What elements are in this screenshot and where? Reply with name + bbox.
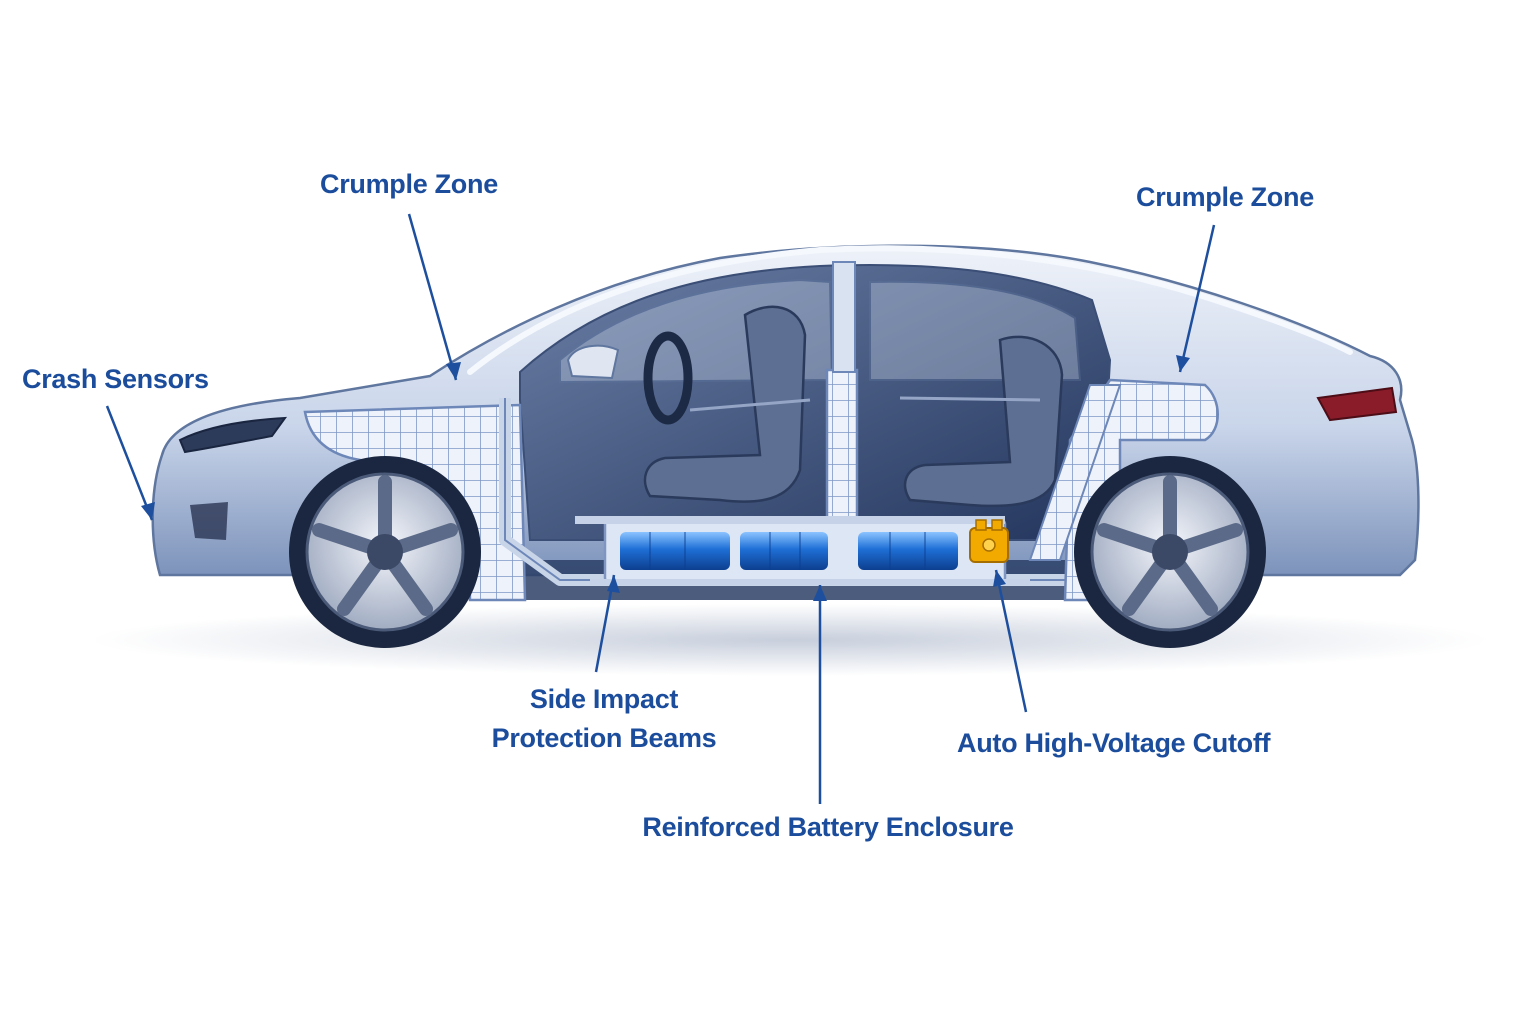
arrowhead-side-impact xyxy=(607,575,620,593)
roof-rail xyxy=(467,245,1353,375)
side-mirror xyxy=(566,344,620,380)
label-crash-sensors-text: Crash Sensors xyxy=(22,364,209,394)
leader-crumple-front xyxy=(407,213,458,381)
b-pillar-upper xyxy=(832,261,856,373)
leader-hv-cutoff xyxy=(994,569,1028,713)
arrowhead-crumple-rear xyxy=(1176,355,1190,372)
steering-wheel xyxy=(643,331,693,425)
hv-cutoff-unit xyxy=(969,519,1009,563)
label-crumple-zone-front-text: Crumple Zone xyxy=(320,169,498,199)
label-crumple-zone-rear: Crumple Zone xyxy=(1136,178,1314,217)
battery-cells-3 xyxy=(858,532,958,570)
headlight xyxy=(178,416,288,454)
arrowhead-crash-sensors xyxy=(141,502,155,520)
label-battery-enclosure: Reinforced Battery Enclosure xyxy=(642,808,1014,847)
label-hv-cutoff-text: Auto High-Voltage Cutoff xyxy=(957,728,1271,758)
label-side-impact-line2: Protection Beams xyxy=(491,723,717,753)
rear-wheel xyxy=(1074,456,1266,648)
battery-cells-2 xyxy=(740,532,828,570)
battery-cell-dividers xyxy=(649,532,926,570)
label-side-impact-beams: Side Impact Protection Beams xyxy=(492,680,717,758)
label-side-impact-line1: Side Impact xyxy=(529,684,679,714)
tail-light xyxy=(1316,386,1398,422)
arrowhead-battery xyxy=(813,585,827,601)
arrowhead-crumple-front xyxy=(446,362,461,380)
rear-seat xyxy=(903,335,1064,508)
label-crash-sensors: Crash Sensors xyxy=(22,360,209,399)
rear-pillar-grid xyxy=(1028,384,1122,561)
leader-crash-sensors xyxy=(105,405,154,521)
front-wheel xyxy=(289,456,481,648)
arrowhead-hv-cutoff xyxy=(993,570,1006,587)
front-seat xyxy=(643,305,807,503)
leader-crumple-rear xyxy=(1178,224,1216,373)
leader-lines xyxy=(105,213,1216,804)
label-crumple-zone-rear-text: Crumple Zone xyxy=(1136,182,1314,212)
label-hv-cutoff: Auto High-Voltage Cutoff xyxy=(957,724,1271,763)
ground-shadow xyxy=(90,604,1490,676)
label-battery-enclosure-text: Reinforced Battery Enclosure xyxy=(642,812,1014,842)
label-crumple-zone-front: Crumple Zone xyxy=(320,165,498,204)
door-panel-lines xyxy=(689,396,1041,412)
front-bumper-vent xyxy=(190,502,228,540)
leader-arrowheads xyxy=(141,355,1190,601)
battery-cells-1 xyxy=(620,532,730,570)
